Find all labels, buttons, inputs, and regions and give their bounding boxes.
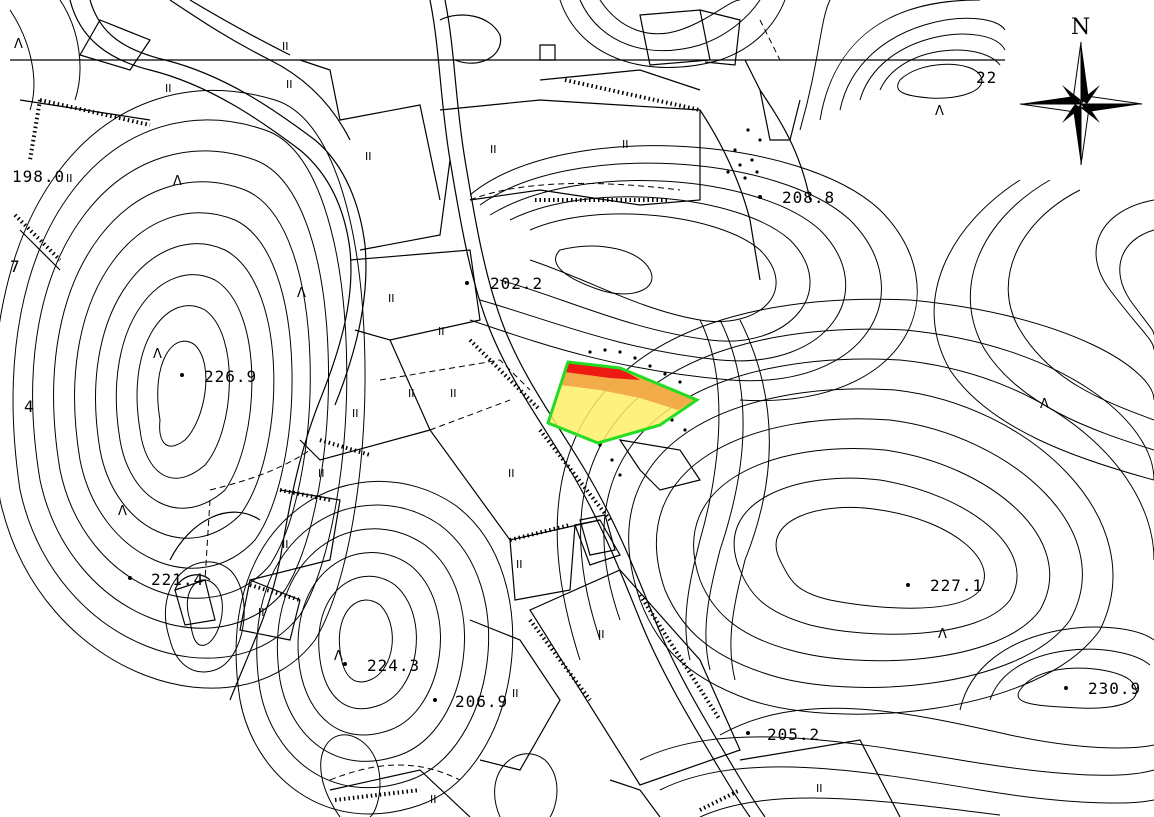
parcel-mark: II <box>318 467 325 480</box>
survey-marks: Λ Λ Λ Λ Λ Λ Λ Λ Λ <box>14 37 1049 664</box>
parcel-mark: II <box>516 558 523 571</box>
parcel-mark: II <box>352 407 359 420</box>
elevation-label-4: 4 <box>24 397 35 416</box>
parcel-mark: II <box>258 606 265 619</box>
contours-east-hill <box>556 298 1154 817</box>
contours-west-hill <box>0 90 366 689</box>
dashed-boundaries <box>204 19 781 781</box>
elevation-label-227: 227.1 <box>930 576 983 595</box>
parcel-mark: II <box>622 138 629 151</box>
elevation-label-205: 205.2 <box>767 725 820 744</box>
svg-text:Λ: Λ <box>938 627 947 642</box>
svg-text:Λ: Λ <box>173 174 182 189</box>
svg-text:Λ: Λ <box>1040 397 1049 412</box>
elevation-label-224: 224.3 <box>367 656 420 675</box>
parcel-mark: II <box>282 538 289 551</box>
parcel-mark: II <box>438 325 445 338</box>
parcel-mark: II <box>286 78 293 91</box>
parcel-marks: II II II II II II II II II II II II II I… <box>66 40 823 806</box>
buildings <box>79 9 741 556</box>
svg-text:Λ: Λ <box>153 347 162 362</box>
elevation-label-22: 22 <box>976 68 997 87</box>
study-area-outline[interactable] <box>546 360 701 445</box>
contours-central-loop <box>469 145 918 681</box>
parcel-mark: II <box>430 793 437 806</box>
svg-text:Λ: Λ <box>118 504 127 519</box>
elevation-label-230: 230.9 <box>1088 679 1141 698</box>
vegetation-dots <box>588 128 762 477</box>
hatched-slopes <box>13 78 741 812</box>
parcel-mark: II <box>816 782 823 795</box>
elevation-points <box>128 195 1068 735</box>
svg-text:Λ: Λ <box>14 37 23 52</box>
svg-text:Λ: Λ <box>297 286 306 301</box>
parcel-mark: II <box>365 150 372 163</box>
parcel-mark: II <box>388 292 395 305</box>
parcel-mark: II <box>598 628 605 641</box>
north-arrow: N <box>1006 0 1154 180</box>
high-risk-zone[interactable] <box>565 362 640 380</box>
elevation-label-7: 7 <box>10 257 21 276</box>
svg-text:Λ: Λ <box>935 104 944 119</box>
contours-south-hill <box>235 480 558 817</box>
parcel-mark: II <box>408 387 415 400</box>
elevation-label-202: 202.2 <box>490 274 543 293</box>
parcel-mark: II <box>490 143 497 156</box>
elevation-label-208: 208.8 <box>782 188 835 207</box>
elevation-label-206: 206.9 <box>455 692 508 711</box>
elevation-labels: 198.0 208.8 202.2 226.9 221.4 224.3 206.… <box>10 68 1141 744</box>
elevation-label-198: 198.0 <box>12 167 65 186</box>
parcel-mark: II <box>282 40 289 53</box>
parcel-mark: II <box>165 82 172 95</box>
compass-rose-icon <box>1019 41 1143 166</box>
parcel-mark: II <box>66 172 73 185</box>
study-area[interactable] <box>546 360 701 445</box>
north-label: N <box>1071 15 1090 40</box>
contours-northeast <box>799 0 1154 481</box>
svg-text:Λ: Λ <box>334 649 343 664</box>
elevation-label-226: 226.9 <box>204 367 257 386</box>
parcel-mark: II <box>450 387 457 400</box>
parcel-mark: II <box>508 467 515 480</box>
elevation-label-221: 221.4 <box>151 570 204 589</box>
parcel-mark: II <box>512 687 519 700</box>
